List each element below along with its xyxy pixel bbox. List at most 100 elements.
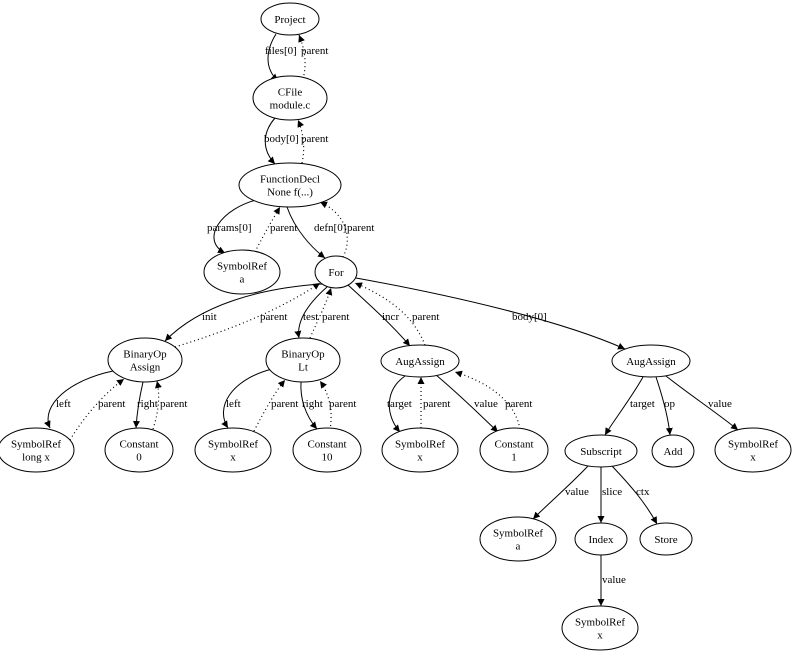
edge-cfile-to-project — [298, 34, 306, 80]
edge-for-to-augassign1 — [347, 284, 411, 347]
node-ellipse — [561, 605, 639, 651]
node-label: 10 — [322, 452, 334, 464]
edges-layer: files[0] parent body[0] parent params[0] pare… — [44, 33, 739, 606]
edge-label: parent — [98, 398, 125, 410]
node-ellipse — [380, 344, 460, 378]
node-ellipse — [265, 337, 341, 383]
edge-const0-to-binop_assign — [152, 380, 162, 430]
node-ellipse — [203, 249, 281, 295]
edge-label: files[0] — [265, 45, 297, 57]
edge-label: value — [602, 574, 626, 586]
edge-binop_lt-to-const10 — [300, 381, 318, 430]
node-label: Store — [654, 534, 677, 546]
node-label: Constant — [494, 439, 533, 451]
node-label: For — [328, 267, 344, 279]
node-label: Add — [664, 446, 683, 458]
edge-label: op — [664, 398, 676, 410]
node-ellipse — [292, 427, 362, 473]
node-label: a — [516, 541, 521, 553]
edge-label: ctx — [636, 486, 650, 498]
node-ellipse — [714, 427, 792, 473]
node-label: AugAssign — [626, 356, 676, 368]
edge-label: params[0] — [207, 222, 252, 234]
edge-augassign2-to-add — [655, 376, 673, 436]
edge-label: parent — [260, 311, 287, 323]
edge-cfile-to-funcdecl — [264, 117, 276, 165]
node-add: Add — [651, 434, 695, 468]
edge-label: parent — [301, 133, 328, 145]
edge-project-to-cfile — [267, 33, 279, 82]
node-label: Assign — [130, 362, 161, 374]
node-label: Lt — [298, 362, 308, 374]
node-label: Index — [588, 534, 614, 546]
node-label: BinaryOp — [123, 349, 167, 361]
node-label: x — [417, 452, 423, 464]
node-for: For — [314, 255, 358, 289]
node-ellipse — [574, 522, 628, 556]
edge-label: incr — [382, 311, 399, 323]
edge-label: body[0] — [512, 311, 547, 323]
edge-label: init — [202, 311, 217, 323]
edge-label: parent — [347, 222, 374, 234]
edge-symref_x1-to-binop_lt — [253, 379, 286, 432]
node-label: Project — [274, 14, 305, 26]
node-ellipse — [639, 522, 693, 556]
edge-subscript-to-store — [611, 465, 658, 525]
node-label: module.c — [270, 100, 311, 112]
edge-binop_assign-to-symref_longx — [44, 370, 114, 429]
node-label: Subscript — [580, 446, 622, 458]
edge-binop_lt-to-symref_x1 — [221, 368, 273, 429]
node-label: SymbolRef — [728, 439, 778, 451]
node-ellipse — [0, 427, 75, 473]
edge-label: target — [630, 398, 655, 410]
node-label: SymbolRef — [493, 528, 543, 540]
node-label: AugAssign — [395, 356, 445, 368]
node-ellipse — [194, 427, 272, 473]
edge-binop_assign-to-const0 — [132, 381, 144, 429]
edge-label: value — [474, 398, 498, 410]
node-label: long x — [22, 452, 50, 464]
node-label: x — [230, 452, 236, 464]
edge-symref_a1-to-funcdecl — [254, 206, 281, 253]
edge-funcdecl-to-for — [286, 206, 326, 259]
edge-binop_lt-to-for — [309, 287, 333, 339]
node-label: SymbolRef — [575, 617, 625, 629]
node-subscript: Subscript — [564, 434, 638, 468]
edge-label: parent — [270, 222, 297, 234]
node-label: SymbolRef — [395, 439, 445, 451]
edge-symref_longx-to-binop_assign — [69, 378, 125, 441]
edge-augassign2-to-subscript — [604, 376, 644, 436]
node-label: SymbolRef — [217, 261, 267, 273]
node-project: Project — [260, 2, 320, 36]
node-ellipse — [107, 337, 183, 383]
node-ellipse — [260, 2, 320, 36]
edge-for-to-binop_lt — [294, 286, 328, 339]
node-ellipse — [381, 427, 459, 473]
edge-augassign1-to-symref_x2 — [388, 375, 406, 433]
node-label: SymbolRef — [208, 439, 258, 451]
edge-label: value — [565, 486, 589, 498]
node-augassign2: AugAssign — [611, 344, 691, 378]
node-label: 1 — [511, 452, 517, 464]
edge-label: parent — [412, 311, 439, 323]
edge-label: parent — [505, 398, 532, 410]
node-ellipse — [651, 434, 695, 468]
node-label: Constant — [119, 439, 158, 451]
edge-label: parent — [160, 398, 187, 410]
node-ellipse — [479, 427, 549, 473]
edge-label: test — [303, 311, 318, 323]
node-ellipse — [564, 434, 638, 468]
